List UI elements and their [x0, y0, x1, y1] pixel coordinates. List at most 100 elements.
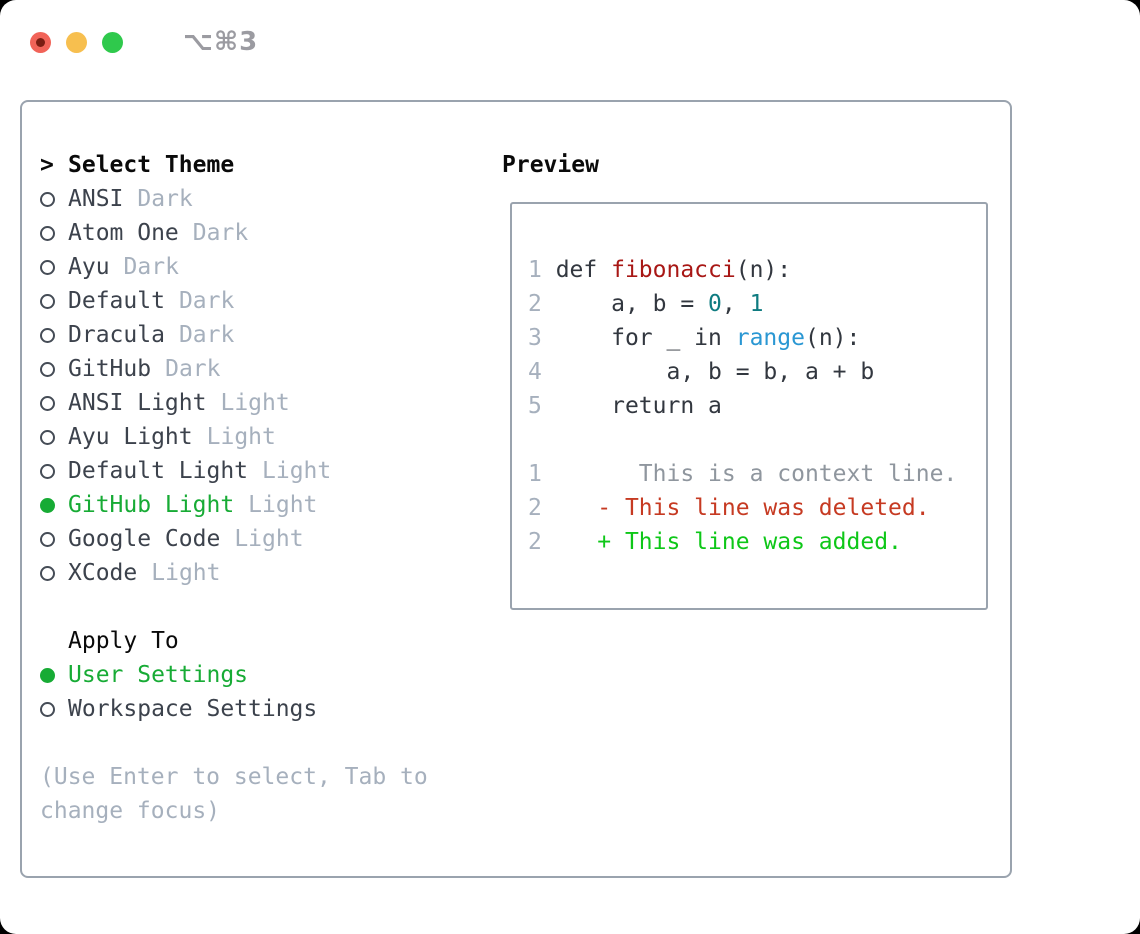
window-title: ⌥⌘3 [183, 27, 259, 57]
apply-option-workspace-settings[interactable]: Workspace Settings [40, 692, 486, 726]
radio-icon [40, 463, 68, 479]
code-segment-lineno: 2 [528, 529, 556, 555]
preview-line: 2 + This line was added. [528, 525, 970, 559]
radio-icon [40, 225, 68, 241]
theme-name: Default [68, 288, 165, 314]
theme-name: XCode [68, 560, 138, 586]
code-segment-code: a, b = b, a + b [555, 359, 875, 385]
apply-option-label: User Settings [68, 662, 249, 688]
theme-variant-tag: Dark [178, 288, 235, 314]
close-button[interactable] [30, 31, 51, 53]
radio-icon [40, 565, 68, 581]
apply-option-label: Workspace Settings [68, 696, 318, 722]
theme-option-dracula[interactable]: Dracula Dark [40, 318, 486, 352]
code-segment-lineno: 5 [528, 393, 556, 419]
theme-name: Default Light [68, 458, 249, 484]
theme-name: Atom One [68, 220, 179, 246]
radio-selected-icon [40, 667, 68, 683]
theme-option-ayu-light[interactable]: Ayu Light Light [40, 420, 486, 454]
theme-option-ayu[interactable]: Ayu Dark [40, 250, 486, 284]
apply-to-title: Apply To [68, 628, 179, 654]
theme-variant-tag: Dark [192, 220, 249, 246]
code-segment-code: def [555, 257, 612, 283]
theme-variant-tag: Light [234, 526, 304, 552]
apply-option-user-settings[interactable]: User Settings [40, 658, 486, 692]
preview-line: 3 for _ in range(n): [528, 321, 970, 355]
code-segment-code: a, b = [555, 291, 709, 317]
theme-variant-tag: Dark [123, 254, 179, 280]
theme-variant-tag: Dark [165, 356, 221, 382]
theme-option-ansi-light[interactable]: ANSI Light Light [40, 386, 486, 420]
code-segment-code: (n): [735, 257, 792, 283]
theme-name: ANSI Light [68, 390, 207, 416]
theme-option-atom-one[interactable]: Atom One Dark [40, 216, 486, 250]
theme-variant-tag: Light [206, 424, 276, 450]
theme-variant-tag: Light [248, 492, 318, 518]
radio-icon [40, 327, 68, 343]
theme-variant-tag: Dark [137, 186, 193, 212]
theme-option-github-light[interactable]: GitHub Light Light [40, 488, 486, 522]
keyboard-hint: (Use Enter to select, Tab to change focu… [40, 764, 428, 824]
code-segment-context: This is a context line. [555, 461, 958, 487]
preview-line: 5 return a [528, 389, 970, 423]
code-segment-lineno: 4 [528, 359, 556, 385]
code-segment-deleted: - This line was deleted. [555, 495, 930, 521]
theme-option-ansi[interactable]: ANSI Dark [40, 182, 486, 216]
select-theme-title: Select Theme [68, 152, 235, 178]
radio-icon [40, 259, 68, 275]
preview-line: 1 def fibonacci(n): [528, 253, 970, 287]
code-segment-code: return a [555, 393, 722, 419]
cursor-icon: > [40, 152, 54, 178]
code-segment-added: + This line was added. [555, 529, 902, 555]
theme-variant-tag: Light [151, 560, 221, 586]
code-segment-lineno: 2 [528, 291, 556, 317]
preview-line: 2 a, b = 0, 1 [528, 287, 970, 321]
preview-line: 4 a, b = b, a + b [528, 355, 970, 389]
preview-blank-line [528, 423, 970, 457]
theme-name: Google Code [68, 526, 221, 552]
theme-name: ANSI [68, 186, 124, 212]
preview-title: Preview [502, 152, 599, 178]
radio-icon [40, 701, 68, 717]
select-theme-header: > Select Theme [40, 148, 486, 182]
theme-variant-tag: Light [220, 390, 290, 416]
code-segment-lineno: 2 [528, 495, 556, 521]
code-segment-code: (n): [804, 325, 861, 351]
theme-option-xcode[interactable]: XCode Light [40, 556, 486, 590]
close-dot-icon [36, 37, 45, 47]
code-segment-func: fibonacci [611, 257, 736, 283]
code-segment-builtin: range [735, 325, 805, 351]
radio-selected-icon [40, 497, 68, 513]
preview-line: 1 This is a context line. [528, 457, 970, 491]
maximize-button[interactable] [102, 31, 123, 53]
minimize-button[interactable] [66, 31, 87, 53]
code-segment-code: for _ in [555, 325, 736, 351]
code-segment-code: , [721, 291, 750, 317]
radio-icon [40, 429, 68, 445]
radio-icon [40, 361, 68, 377]
radio-icon [40, 293, 68, 309]
code-segment-num: 1 [749, 291, 764, 317]
radio-icon [40, 395, 68, 411]
theme-option-default[interactable]: Default Dark [40, 284, 486, 318]
theme-name: GitHub Light [68, 492, 235, 518]
radio-icon [40, 191, 68, 207]
code-segment-num: 0 [708, 291, 722, 317]
theme-option-google-code[interactable]: Google Code Light [40, 522, 486, 556]
code-segment-lineno: 3 [528, 325, 556, 351]
code-segment-lineno: 1 [528, 461, 556, 487]
radio-icon [40, 531, 68, 547]
code-segment-lineno: 1 [528, 257, 556, 283]
theme-name: Ayu [68, 254, 110, 280]
theme-name: Ayu Light [68, 424, 193, 450]
spacer [40, 590, 486, 624]
theme-name: Dracula [68, 322, 165, 348]
theme-variant-tag: Dark [178, 322, 235, 348]
